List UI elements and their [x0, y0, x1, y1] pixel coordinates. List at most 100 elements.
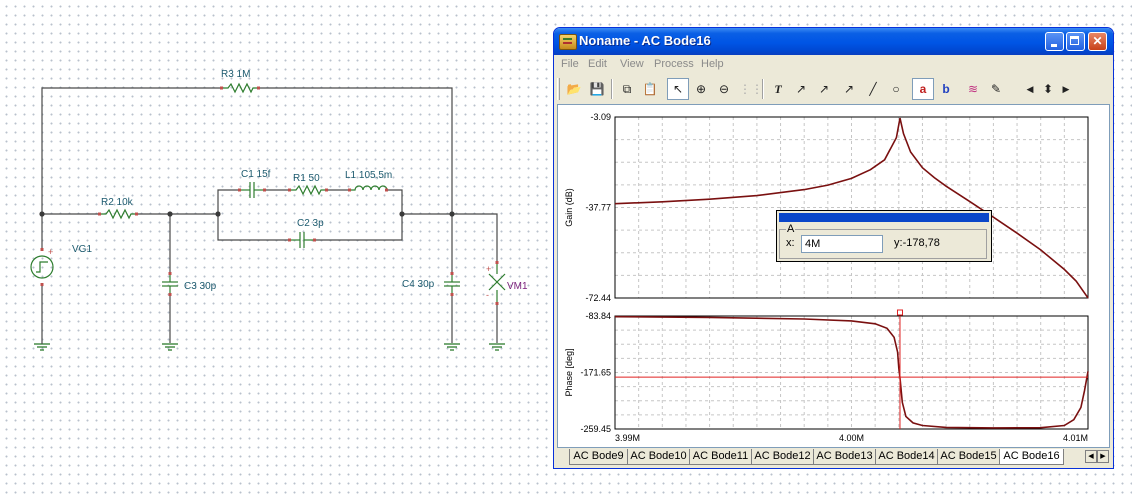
tab-scroll-left-button[interactable]: ◀ — [1085, 450, 1097, 463]
menu-edit[interactable]: Edit — [588, 58, 607, 70]
capacitor-c4[interactable]: C4 30p — [402, 272, 460, 296]
grid-button[interactable]: ⋮⋮ — [738, 78, 763, 100]
menu-file[interactable]: File — [561, 58, 579, 70]
cursor-b-button[interactable]: b — [935, 78, 957, 100]
tab-ac-bode10[interactable]: AC Bode10 — [627, 449, 690, 465]
text-tool-button[interactable]: T — [767, 78, 789, 100]
resistor-r2[interactable]: R2 10k — [98, 197, 138, 220]
y-tick-label: -171.65 — [580, 368, 611, 378]
maximize-icon — [1070, 36, 1079, 45]
label-r1: R1 50 — [293, 173, 320, 184]
title-bar[interactable]: Noname - AC Bode16 ✕ — [554, 28, 1113, 55]
capacitor-c2[interactable]: C2 3p — [288, 218, 324, 248]
ground-icon — [34, 333, 50, 351]
select-tool-button[interactable]: ↖ — [667, 78, 689, 100]
ground-icon — [162, 343, 178, 351]
app-icon — [559, 34, 577, 50]
inductor-l1[interactable]: L1 105,5m — [345, 170, 392, 192]
capacitor-c3[interactable]: C3 30p — [162, 272, 217, 296]
pan-right-button[interactable]: ▶ — [1055, 78, 1077, 100]
zoom-out-icon: ⊖ — [718, 82, 730, 96]
annotation-tool-2-button[interactable]: ↗ — [813, 78, 835, 100]
wires — [41, 87, 498, 343]
junctions — [39, 211, 455, 217]
tab-ac-bode14[interactable]: AC Bode14 — [875, 449, 938, 465]
label-r2: R2 10k — [101, 197, 134, 208]
bode-window[interactable]: Noname - AC Bode16 ✕ File Edit View Proc… — [553, 27, 1114, 469]
annotation-tool-3-button[interactable]: ↗ — [838, 78, 860, 100]
vm1-plus-sign: + — [486, 264, 491, 274]
cursor-a-button[interactable]: a — [912, 78, 934, 100]
cursor-group-box — [779, 229, 987, 259]
phase-axis-label: Phase [deg] — [564, 348, 574, 396]
minimize-button[interactable] — [1045, 32, 1064, 51]
text-icon: T — [774, 82, 782, 96]
label-c1: C1 15f — [241, 169, 271, 180]
curves-button[interactable]: ≋ — [962, 78, 984, 100]
cursor-panel-titlebar[interactable] — [779, 213, 989, 222]
menu-help[interactable]: Help — [701, 58, 724, 70]
resistor-r1[interactable]: R1 50 — [288, 173, 328, 196]
schematic-canvas[interactable]: R3 1M R2 10k C1 15f R1 50 L1 105,5m C2 3… — [0, 0, 552, 495]
cursor-a-handle[interactable] — [896, 309, 903, 316]
save-button[interactable]: 💾 — [586, 78, 608, 100]
floppy-disk-icon: 💾 — [589, 82, 605, 96]
tab-ac-bode15[interactable]: AC Bode15 — [937, 449, 1000, 465]
tab-ac-bode16[interactable]: AC Bode16 — [999, 449, 1064, 465]
y-tick-label: -259.45 — [580, 424, 611, 434]
label-c2: C2 3p — [297, 218, 324, 229]
x-tick-label: 4.00M — [839, 433, 864, 443]
arrow-up-down-icon: ⬍ — [1042, 82, 1054, 96]
maximize-button[interactable] — [1066, 32, 1085, 51]
menu-process[interactable]: Process — [654, 58, 694, 70]
grid-icon: ⋮⋮ — [739, 82, 763, 96]
menu-view[interactable]: View — [620, 58, 644, 70]
annotation-arrow-icon: ↗ — [843, 82, 855, 96]
cursor-b-icon: b — [942, 82, 950, 96]
menu-bar: File Edit View Process Help — [554, 55, 1113, 75]
y-tick-label: -83.84 — [585, 311, 611, 321]
annotation-tool-1-button[interactable]: ↗ — [790, 78, 812, 100]
cursor-readout-panel[interactable]: A x: y:-178,78 — [776, 210, 992, 262]
x-tick-label: 3.99M — [615, 433, 640, 443]
pan-left-button[interactable]: ◀ — [1019, 78, 1041, 100]
paste-button[interactable]: 📋 — [639, 78, 661, 100]
voltmeter-vm1[interactable]: + - VM1 — [486, 261, 528, 305]
paste-icon: 📋 — [642, 82, 658, 96]
tab-ac-bode12[interactable]: AC Bode12 — [751, 449, 814, 465]
y-tick-label: -72.44 — [585, 293, 611, 303]
y-tick-label: -3.09 — [590, 112, 611, 122]
ground-icon — [444, 343, 460, 351]
copy-icon: ⧉ — [622, 82, 632, 96]
label-vg1: VG1 — [72, 244, 92, 255]
close-button[interactable]: ✕ — [1088, 32, 1107, 51]
voltage-generator-vg1[interactable]: + VG1 — [30, 244, 92, 286]
arrow-right-icon: ▶ — [1100, 453, 1106, 460]
vm1-minus-sign: - — [486, 290, 489, 300]
tab-ac-bode13[interactable]: AC Bode13 — [813, 449, 876, 465]
cursor-y-value: -178,78 — [902, 237, 940, 249]
open-button[interactable]: 📂 — [563, 78, 585, 100]
annotation-arrow-icon: ↗ — [818, 82, 830, 96]
toolbar: 📂 💾 ⧉ 📋 ↖ ⊕ ⊖ ⋮⋮ T ↗ ↗ ↗ ╱ ○ a b ≋ ✎ ◀ ⬍… — [557, 77, 1110, 101]
tab-scroll-right-button[interactable]: ▶ — [1097, 450, 1109, 463]
tab-ac-bode9[interactable]: AC Bode9 — [569, 449, 628, 465]
arrow-left-icon: ◀ — [1026, 84, 1034, 94]
label-l1: L1 105,5m — [345, 170, 392, 181]
zoom-out-button[interactable]: ⊖ — [713, 78, 735, 100]
capacitor-c1[interactable]: C1 15f — [238, 169, 271, 198]
resistor-r3[interactable]: R3 1M — [220, 69, 260, 94]
cursor-layer[interactable] — [615, 309, 1088, 429]
tab-ac-bode11[interactable]: AC Bode11 — [689, 449, 752, 465]
folder-open-icon: 📂 — [566, 82, 582, 96]
toolbar-grip[interactable] — [557, 78, 560, 100]
circle-tool-button[interactable]: ○ — [885, 78, 907, 100]
cursor-x-input[interactable] — [801, 235, 883, 253]
line-tool-button[interactable]: ╱ — [862, 78, 884, 100]
zoom-in-button[interactable]: ⊕ — [690, 78, 712, 100]
probe-button[interactable]: ✎ — [985, 78, 1007, 100]
pan-up-down-button[interactable]: ⬍ — [1037, 78, 1059, 100]
copy-button[interactable]: ⧉ — [616, 78, 638, 100]
